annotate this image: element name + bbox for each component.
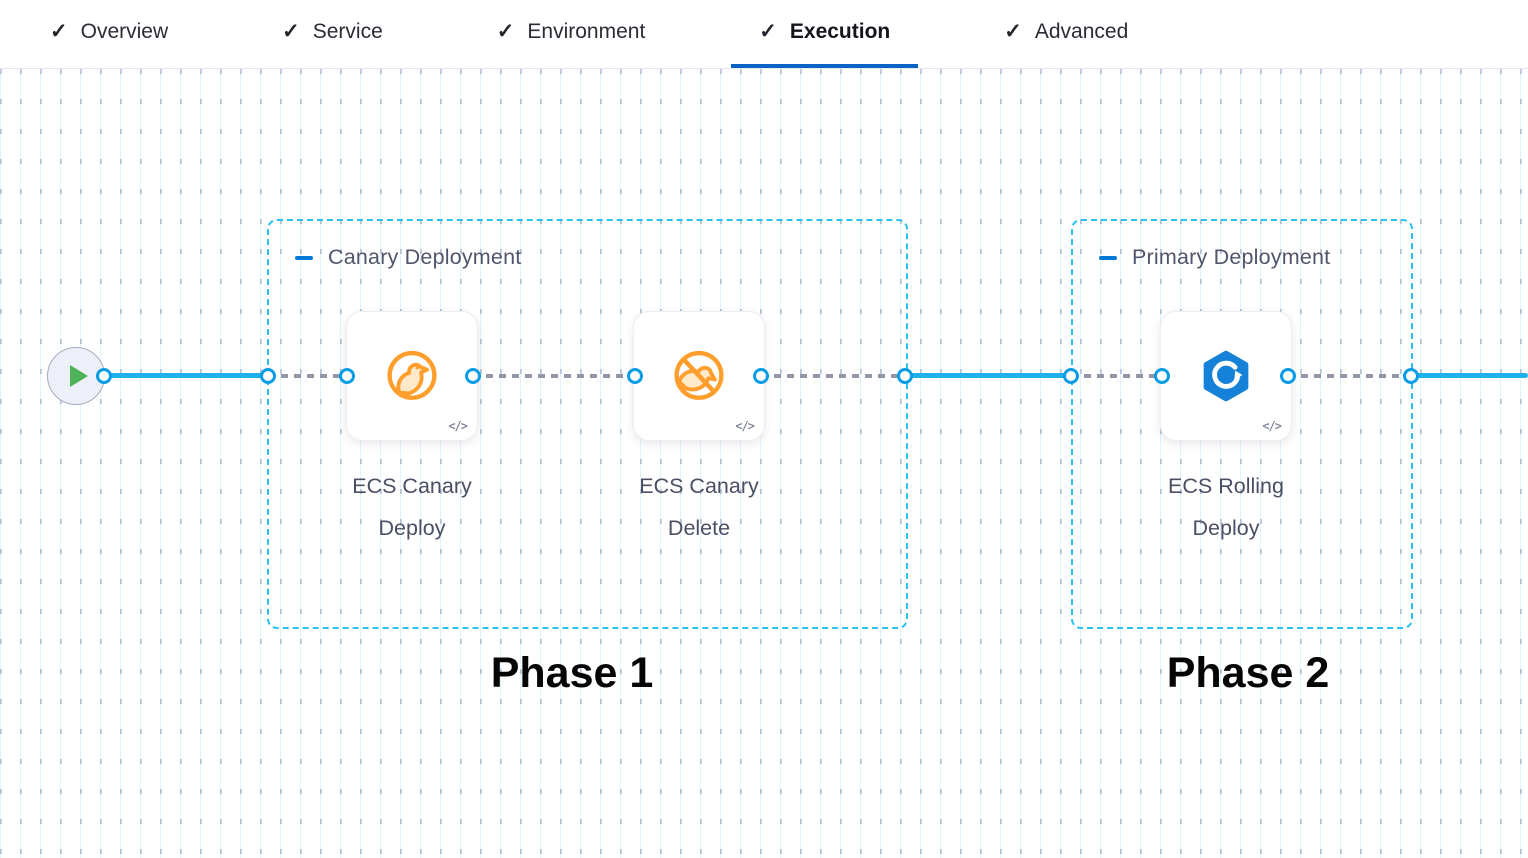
- connection-port[interactable]: [753, 368, 769, 384]
- connector-dashed-line: [1071, 374, 1162, 378]
- tab-label: Execution: [789, 20, 891, 43]
- step-label-ecs-rolling-deploy: ECS Rolling Deploy: [1168, 474, 1284, 540]
- group-label: Primary Deployment: [1132, 245, 1331, 269]
- connection-port[interactable]: [96, 368, 112, 384]
- ecs-canary-deploy-icon: [387, 350, 437, 400]
- step-card-ecs-canary-delete[interactable]: </>: [633, 311, 765, 441]
- collapse-minus-icon[interactable]: [295, 255, 313, 260]
- connection-port[interactable]: [465, 368, 481, 384]
- connection-port[interactable]: [1403, 368, 1419, 384]
- connection-port[interactable]: [627, 368, 643, 384]
- stage-group-primary-deployment: Primary Deployment: [1071, 219, 1413, 629]
- code-icon: </>: [448, 419, 468, 433]
- tab-label: Advanced: [1034, 20, 1129, 43]
- ecs-rolling-deploy-icon: [1203, 350, 1249, 402]
- tab-label: Environment: [527, 20, 646, 43]
- connector-dashed-line: [1288, 374, 1411, 378]
- connection-port[interactable]: [339, 368, 355, 384]
- pipeline-canvas[interactable]: Canary Deployment Primary Deployment </>…: [0, 69, 1528, 858]
- connection-port[interactable]: [1063, 368, 1079, 384]
- group-header[interactable]: Canary Deployment: [295, 245, 521, 270]
- connector-solid-line: [905, 373, 1071, 378]
- phase-1-annotation: Phase 1: [490, 649, 654, 697]
- ecs-canary-delete-icon: [674, 350, 724, 400]
- step-label-ecs-canary-deploy: ECS Canary Deploy: [352, 474, 472, 540]
- tab-service[interactable]: ✓ Service: [254, 0, 411, 68]
- group-label: Canary Deployment: [328, 245, 522, 269]
- step-label-ecs-canary-delete: ECS Canary Delete: [639, 474, 759, 540]
- check-icon: ✓: [496, 19, 515, 43]
- connector-dashed-line: [268, 374, 347, 378]
- tab-advanced[interactable]: ✓ Advanced: [976, 0, 1156, 68]
- tab-label: Overview: [80, 20, 169, 43]
- group-header[interactable]: Primary Deployment: [1099, 245, 1330, 270]
- connector-dashed-line: [761, 374, 905, 378]
- step-card-ecs-rolling-deploy[interactable]: </>: [1160, 311, 1292, 441]
- connector-dashed-line: [473, 374, 635, 378]
- tab-execution[interactable]: ✓ Execution: [731, 0, 919, 68]
- check-icon: ✓: [50, 19, 68, 43]
- connection-port[interactable]: [260, 368, 276, 384]
- connection-port[interactable]: [897, 368, 913, 384]
- tab-environment[interactable]: ✓ Environment: [469, 0, 674, 68]
- check-icon: ✓: [282, 19, 300, 43]
- connector-solid-line: [104, 373, 268, 378]
- connection-port[interactable]: [1154, 368, 1170, 384]
- pipeline-start-node[interactable]: [47, 347, 105, 405]
- code-icon: </>: [735, 419, 755, 433]
- step-card-ecs-canary-deploy[interactable]: </>: [346, 311, 478, 441]
- connector-solid-line: [1411, 373, 1528, 378]
- check-icon: ✓: [1004, 19, 1022, 43]
- check-icon: ✓: [759, 19, 777, 43]
- pipeline-stage-tab-bar: ✓ Overview ✓ Service ✓ Environment ✓ Exe…: [0, 0, 1528, 69]
- play-icon: [70, 365, 88, 387]
- connection-port[interactable]: [1280, 368, 1296, 384]
- collapse-minus-icon[interactable]: [1099, 255, 1117, 260]
- code-icon: </>: [1262, 419, 1282, 433]
- tab-label: Service: [312, 20, 383, 43]
- stage-group-canary-deployment: Canary Deployment: [267, 219, 908, 629]
- tab-overview[interactable]: ✓ Overview: [22, 0, 196, 68]
- phase-2-annotation: Phase 2: [1166, 649, 1330, 697]
